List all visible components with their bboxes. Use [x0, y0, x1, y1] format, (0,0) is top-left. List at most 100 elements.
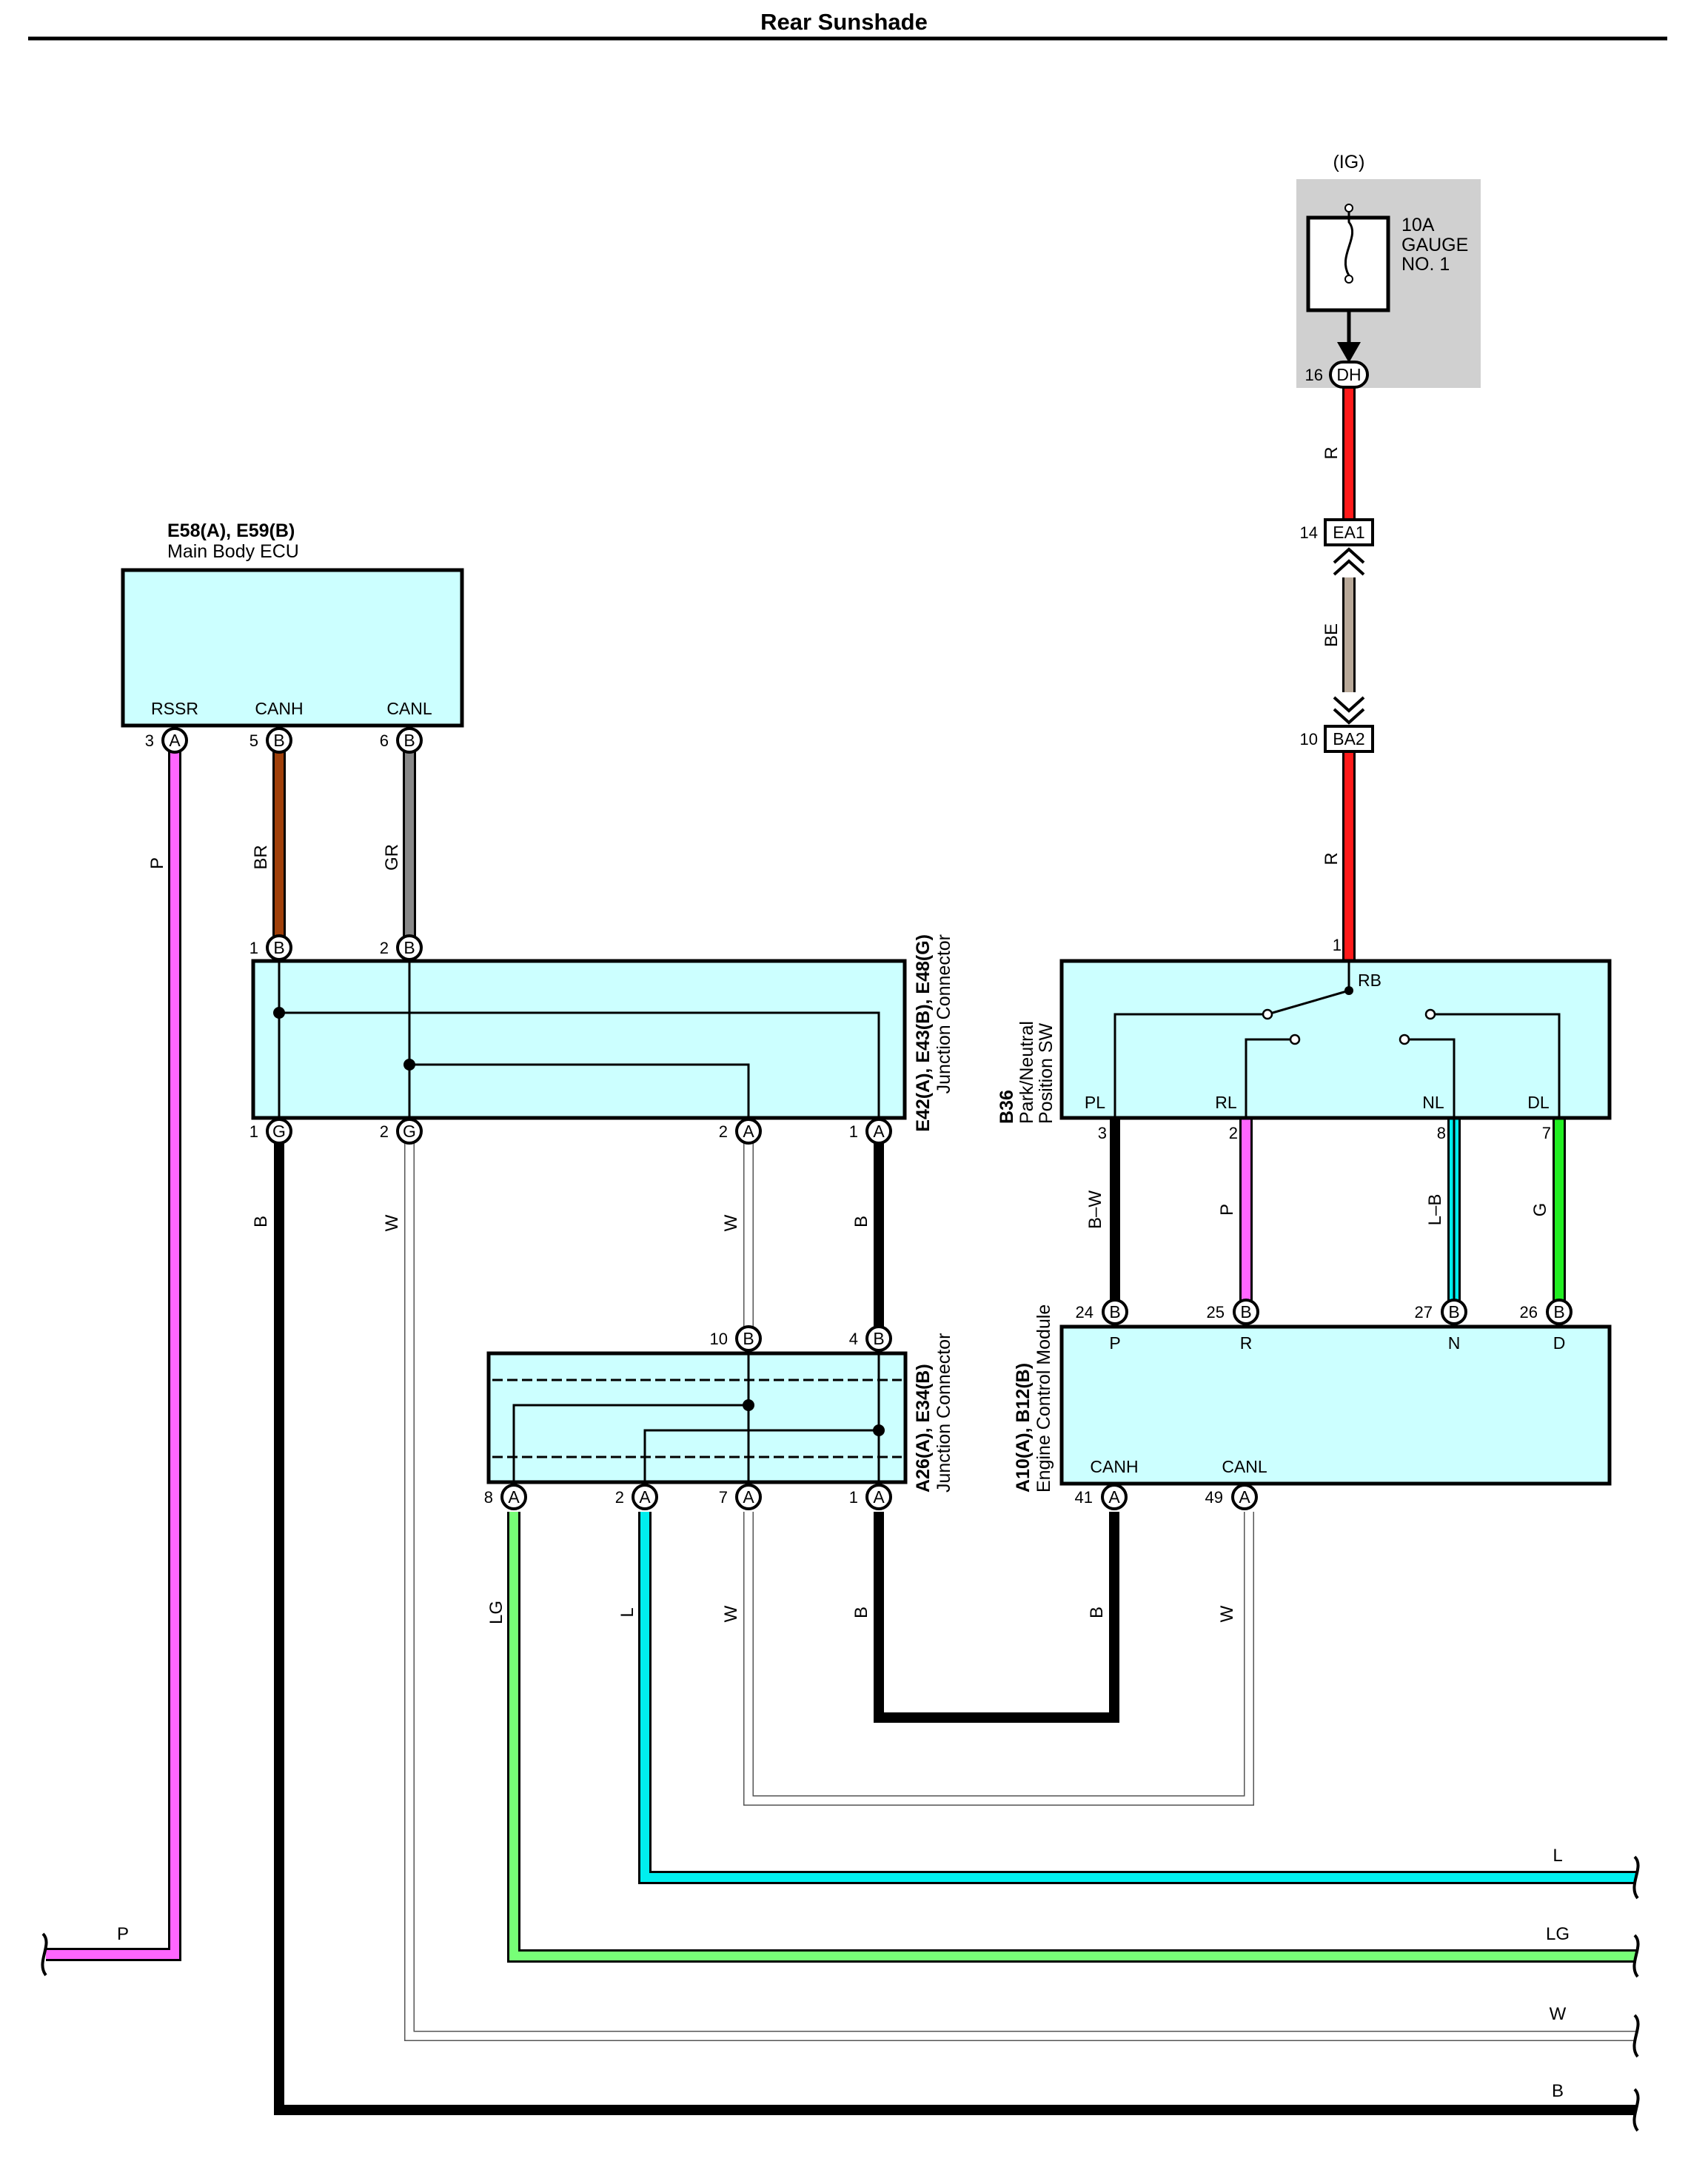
- connector-ba2: BA2 10: [1300, 696, 1374, 753]
- main-body-ecu: E58(A), E59(B) Main Body ECU RSSR CANH C…: [121, 520, 464, 754]
- jc2-pin: [865, 1325, 892, 1352]
- pnp-contact-dl: [1424, 1008, 1436, 1020]
- ecm-pin-conn: A: [1239, 1487, 1250, 1507]
- wire-p: [46, 749, 179, 1959]
- jc1-pin-num: 1: [249, 939, 258, 957]
- park-neutral-position-switch: RB 1 PL RL NL DL 3 2 8 7 B36 Park/Neutra…: [997, 936, 1612, 1142]
- wire-label: B: [1087, 1607, 1107, 1618]
- ecm-pin: [1102, 1299, 1128, 1325]
- ecm-pin-num: 27: [1415, 1303, 1433, 1322]
- pnp-dl-trace: [1435, 1013, 1561, 1118]
- wire-label: L: [617, 1607, 637, 1617]
- break-marks: [41, 1855, 1640, 2132]
- jc1-pin: [865, 1118, 892, 1145]
- jc1-pin-num: 2: [719, 1122, 728, 1141]
- ecm-pin-conn: B: [1109, 1302, 1120, 1322]
- wire-w-canl: [744, 1512, 1253, 1805]
- ecu-pin-num: 3: [145, 731, 154, 750]
- jc2-code: A26(A), E34(B): [913, 1364, 934, 1493]
- ecm-pin-num: 25: [1207, 1303, 1225, 1322]
- jc2-pin-conn: A: [639, 1487, 651, 1507]
- jc2-pin-num: 1: [849, 1488, 858, 1507]
- break-mark-icon: [41, 1932, 48, 1977]
- ecm-pin-conn: B: [1553, 1302, 1564, 1322]
- break-mark-icon: [1632, 2014, 1640, 2058]
- jc1-pin-num: 2: [380, 1122, 389, 1141]
- main-body-ecu-name: Main Body ECU: [167, 541, 299, 562]
- ecm-pin: [1101, 1484, 1128, 1510]
- ecm-pin-name: P: [1109, 1333, 1120, 1353]
- wire-label: R: [1322, 852, 1342, 865]
- jc1-splice: [273, 1007, 285, 1019]
- fuse-source: (IG): [1333, 152, 1364, 172]
- wire-label: GR: [382, 844, 402, 871]
- jc2-pin-num: 8: [484, 1488, 493, 1507]
- jc2-pin: [735, 1325, 762, 1352]
- wire-label: LG: [1546, 1924, 1570, 1944]
- jc1-box: [251, 959, 907, 1120]
- jc2-pin-conn: B: [743, 1329, 754, 1348]
- wire-label: B: [851, 1216, 871, 1227]
- pnp-code: B36: [997, 1090, 1017, 1124]
- wire-labels: P BR GR R BE R B W W B B–W P L–B G LG L …: [117, 446, 1570, 2101]
- ecu-pin-conn: A: [169, 731, 181, 750]
- ecu-pin-num: 5: [249, 731, 258, 750]
- fuse-terminal-label: DH: [1336, 365, 1361, 384]
- wire-label: B: [1552, 2081, 1564, 2101]
- jc1-pin: [396, 1118, 423, 1145]
- wire-label: BE: [1322, 623, 1342, 647]
- ecu-pin-name-canh: CANH: [255, 699, 303, 718]
- jc2-splice: [743, 1399, 754, 1411]
- wire-b-canh: [874, 1512, 1119, 1723]
- jc1-pin-conn: G: [403, 1122, 416, 1141]
- wire-label: B: [851, 1607, 871, 1618]
- jc1-pin-num: 2: [380, 939, 389, 957]
- jc2-pin-num: 7: [719, 1488, 728, 1507]
- jc1-pin-num: 1: [849, 1122, 858, 1141]
- ecm-pin-conn: A: [1108, 1487, 1120, 1507]
- pnp-pin-name: DL: [1527, 1093, 1550, 1112]
- pnp-contact-rl: [1289, 1034, 1301, 1045]
- ecm-pin-conn: B: [1448, 1302, 1459, 1322]
- ecm-pin-conn: B: [1240, 1302, 1251, 1322]
- fuse-terminal: [1329, 361, 1369, 389]
- ea1-label: EA1: [1333, 523, 1364, 542]
- jc2-pin-conn: A: [508, 1487, 520, 1507]
- ecm-pin-name: N: [1448, 1333, 1461, 1353]
- ecm-pin-num: 26: [1520, 1303, 1538, 1322]
- jc1-pin: [396, 934, 423, 961]
- break-mark-icon: [1632, 1855, 1640, 1900]
- wire-lg: [509, 1512, 1636, 1960]
- fuse-element-icon: [1344, 209, 1354, 276]
- ecm-pin-num: 49: [1205, 1488, 1223, 1507]
- ecm-pin: [1546, 1299, 1573, 1325]
- jc2-pin: [632, 1484, 658, 1510]
- fuse-terminal-pin: 16: [1305, 366, 1323, 384]
- pnp-name-line1: Park/Neutral: [1017, 1021, 1037, 1124]
- wire-label: W: [382, 1214, 402, 1231]
- wire-l: [640, 1512, 1636, 1882]
- ecm-name: Engine Control Module: [1034, 1304, 1054, 1493]
- jc2-pin-conn: A: [873, 1487, 885, 1507]
- pnp-pin-name: RL: [1215, 1093, 1237, 1112]
- pnp-contact-pl: [1262, 1008, 1273, 1020]
- fuse-box: [1306, 215, 1390, 312]
- ecm-box: [1059, 1324, 1612, 1486]
- ecm-pin: [1441, 1299, 1467, 1325]
- fuse-name-line2: NO. 1: [1401, 254, 1450, 275]
- engine-control-module: A10(A), B12(B) Engine Control Module B 2…: [1013, 1299, 1612, 1510]
- jc1-pin-conn: A: [873, 1122, 885, 1141]
- ba2-box: [1324, 725, 1374, 753]
- jc2-splice: [873, 1424, 885, 1436]
- jc1-splice: [403, 1059, 415, 1071]
- ecu-pin-name-canl: CANL: [386, 699, 432, 718]
- jc1-pin-conn: G: [272, 1122, 286, 1141]
- wire-label: G: [1530, 1203, 1550, 1217]
- pnp-pl-trace: [1113, 1013, 1266, 1118]
- page-title: Rear Sunshade: [760, 9, 928, 35]
- ecu-pin-canh: [266, 727, 292, 754]
- wire-b-main: [274, 1142, 1636, 2115]
- junction-connector-2: A26(A), E34(B) Junction Connector B 10 B…: [484, 1325, 954, 1510]
- ecm-pin: [1231, 1484, 1258, 1510]
